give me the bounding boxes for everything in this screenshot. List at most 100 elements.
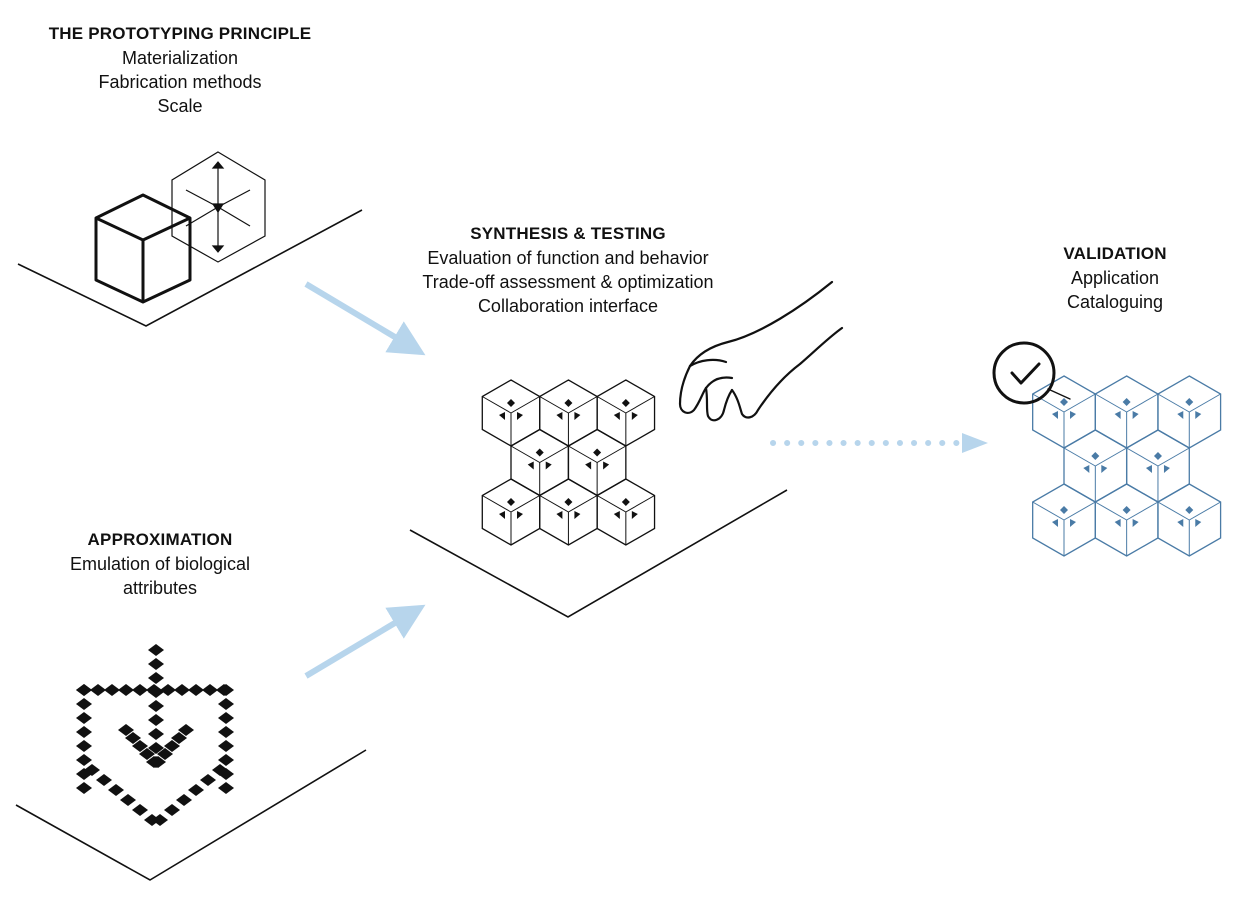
prototyping-line-scale: Scale <box>157 96 203 116</box>
synthesis-lattice-joint <box>517 412 523 420</box>
fractal-cube-icon <box>76 644 234 826</box>
validation-lattice-joint <box>1185 506 1194 514</box>
synthesis-lattice-cell <box>567 428 627 497</box>
synthesis-lattice-cell-spoke <box>482 396 512 414</box>
validation-lattice-joint <box>1185 398 1194 406</box>
fractal-diamond <box>164 740 180 752</box>
synthesis-lattice-joint <box>545 461 552 470</box>
lattice-icon <box>481 379 656 546</box>
synthesis-lattice-joint <box>564 498 573 506</box>
fractal-diamond <box>108 784 124 796</box>
synthesis-lattice-cell-spoke <box>482 495 512 513</box>
synthesis-lattice-cell-spoke <box>510 495 540 513</box>
fractal-diamond <box>148 672 164 684</box>
validation-lattice-cell <box>1063 429 1128 503</box>
fractal-diamond <box>76 740 92 752</box>
prototyping-plane <box>17 209 363 327</box>
synthesis-title: SYNTHESIS & TESTING <box>470 224 666 243</box>
synthesis-lattice-cell-spoke <box>510 445 540 463</box>
fractal-diamond <box>120 794 136 806</box>
validation-lattice-joint <box>1114 519 1121 527</box>
fractal-diamond <box>176 794 192 806</box>
fractal-diamond <box>96 774 112 786</box>
validation-lattice-joint <box>1163 465 1170 473</box>
fractal-diamond <box>152 814 168 826</box>
arrow-approximation-to-synthesis <box>304 604 426 679</box>
validation-lattice-cell-spoke <box>1189 393 1221 413</box>
fractal-diamond <box>148 700 164 712</box>
synthesis-lattice-cell-spoke <box>596 495 627 513</box>
approximation-line-attributes: attributes <box>122 578 198 598</box>
synthesis-lattice-cell-spoke <box>625 396 655 414</box>
synthesis-lattice-joint <box>499 511 505 519</box>
fractal-diamond <box>157 748 173 760</box>
synthesis-lattice-cell-spoke <box>539 495 569 513</box>
validation-lattice-joint <box>1153 452 1162 460</box>
fractal-diamond <box>202 684 218 696</box>
fractal-diamond <box>132 740 148 752</box>
synthesis-lattice-cell-spoke <box>539 396 569 414</box>
synthesis-line-tradeoff: Trade-off assessment & optimization <box>422 272 714 292</box>
fractal-diamond <box>171 732 187 744</box>
validation-line-application: Application <box>1070 268 1160 288</box>
fractal-diamond <box>218 698 234 710</box>
checkmark-icon <box>992 341 1071 405</box>
fractal-diamond <box>148 742 164 754</box>
synthesis-lattice-cell <box>539 379 598 447</box>
validation-lattice-joint <box>1177 411 1184 419</box>
synthesis-lattice-cell-spoke <box>568 445 598 463</box>
fractal-diamond <box>174 684 190 696</box>
validation-lattice-cell-spoke <box>1157 393 1190 413</box>
validation-lattice-joint <box>1114 411 1121 419</box>
validation-lattice-cell-spoke <box>1095 393 1127 413</box>
synthesis-lattice-cell <box>539 478 598 546</box>
synthesis-lattice-cell <box>481 379 541 447</box>
fractal-diamond <box>188 684 204 696</box>
fractal-diamond <box>148 658 164 670</box>
validation-lattice-joint <box>1060 398 1068 406</box>
cube-icon <box>94 193 192 304</box>
validation-lattice-cell-spoke <box>1063 447 1096 467</box>
fractal-diamond <box>212 764 228 776</box>
validation-lattice-cell-spoke <box>1032 393 1065 413</box>
fractal-diamond <box>132 804 148 816</box>
validation-line-cataloguing: Cataloguing <box>1066 292 1164 312</box>
synthesis-lattice-joint <box>499 412 505 420</box>
validation-lattice-joint <box>1091 452 1100 460</box>
validation-lattice-joint <box>1052 411 1058 419</box>
synthesis-lattice-joint <box>556 412 563 420</box>
synthesis-lattice-joint <box>574 412 581 420</box>
fractal-diamond <box>76 684 92 696</box>
validation-lattice-cell <box>1094 375 1159 449</box>
fractal-diamond <box>76 698 92 710</box>
synthesis-lattice-joint <box>535 448 544 457</box>
synthesis-lattice-cell-spoke <box>568 495 598 513</box>
fractal-diamond <box>84 764 100 776</box>
fractal-diamond <box>200 774 216 786</box>
validation-lattice-cell-spoke <box>1095 501 1127 521</box>
validation-lattice-cell <box>1125 429 1190 503</box>
arrow-prototyping-to-synthesis <box>304 281 426 356</box>
validation-lattice-joint <box>1132 411 1139 419</box>
synthesis-lattice-cell-spoke <box>568 396 598 414</box>
synthesis-lattice-joint <box>603 461 610 470</box>
prototyping-line-materialization: Materialization <box>121 48 239 68</box>
validation-label: VALIDATION Application Cataloguing <box>1030 242 1200 314</box>
fractal-diamond <box>90 684 106 696</box>
validation-lattice-cell <box>1032 375 1096 449</box>
validation-lattice-joint <box>1177 519 1184 527</box>
synthesis-line-collaboration: Collaboration interface <box>477 296 659 316</box>
synthesis-testing-label: SYNTHESIS & TESTING Evaluation of functi… <box>398 222 738 318</box>
synthesis-lattice-joint <box>631 511 638 519</box>
validation-lattice-joint <box>1083 465 1090 473</box>
synthesis-lattice-joint <box>613 511 620 519</box>
fractal-diamond <box>118 684 134 696</box>
synthesis-lattice-cell <box>510 428 570 497</box>
synthesis-lattice-cell-spoke <box>539 445 569 463</box>
fractal-diamond <box>150 756 166 768</box>
fractal-diamond <box>76 754 92 766</box>
synthesis-lattice-cell <box>596 478 656 546</box>
validation-lattice-cell-spoke <box>1063 393 1096 413</box>
fractal-diamond <box>160 684 176 696</box>
validation-lattice-cell <box>1157 375 1222 449</box>
